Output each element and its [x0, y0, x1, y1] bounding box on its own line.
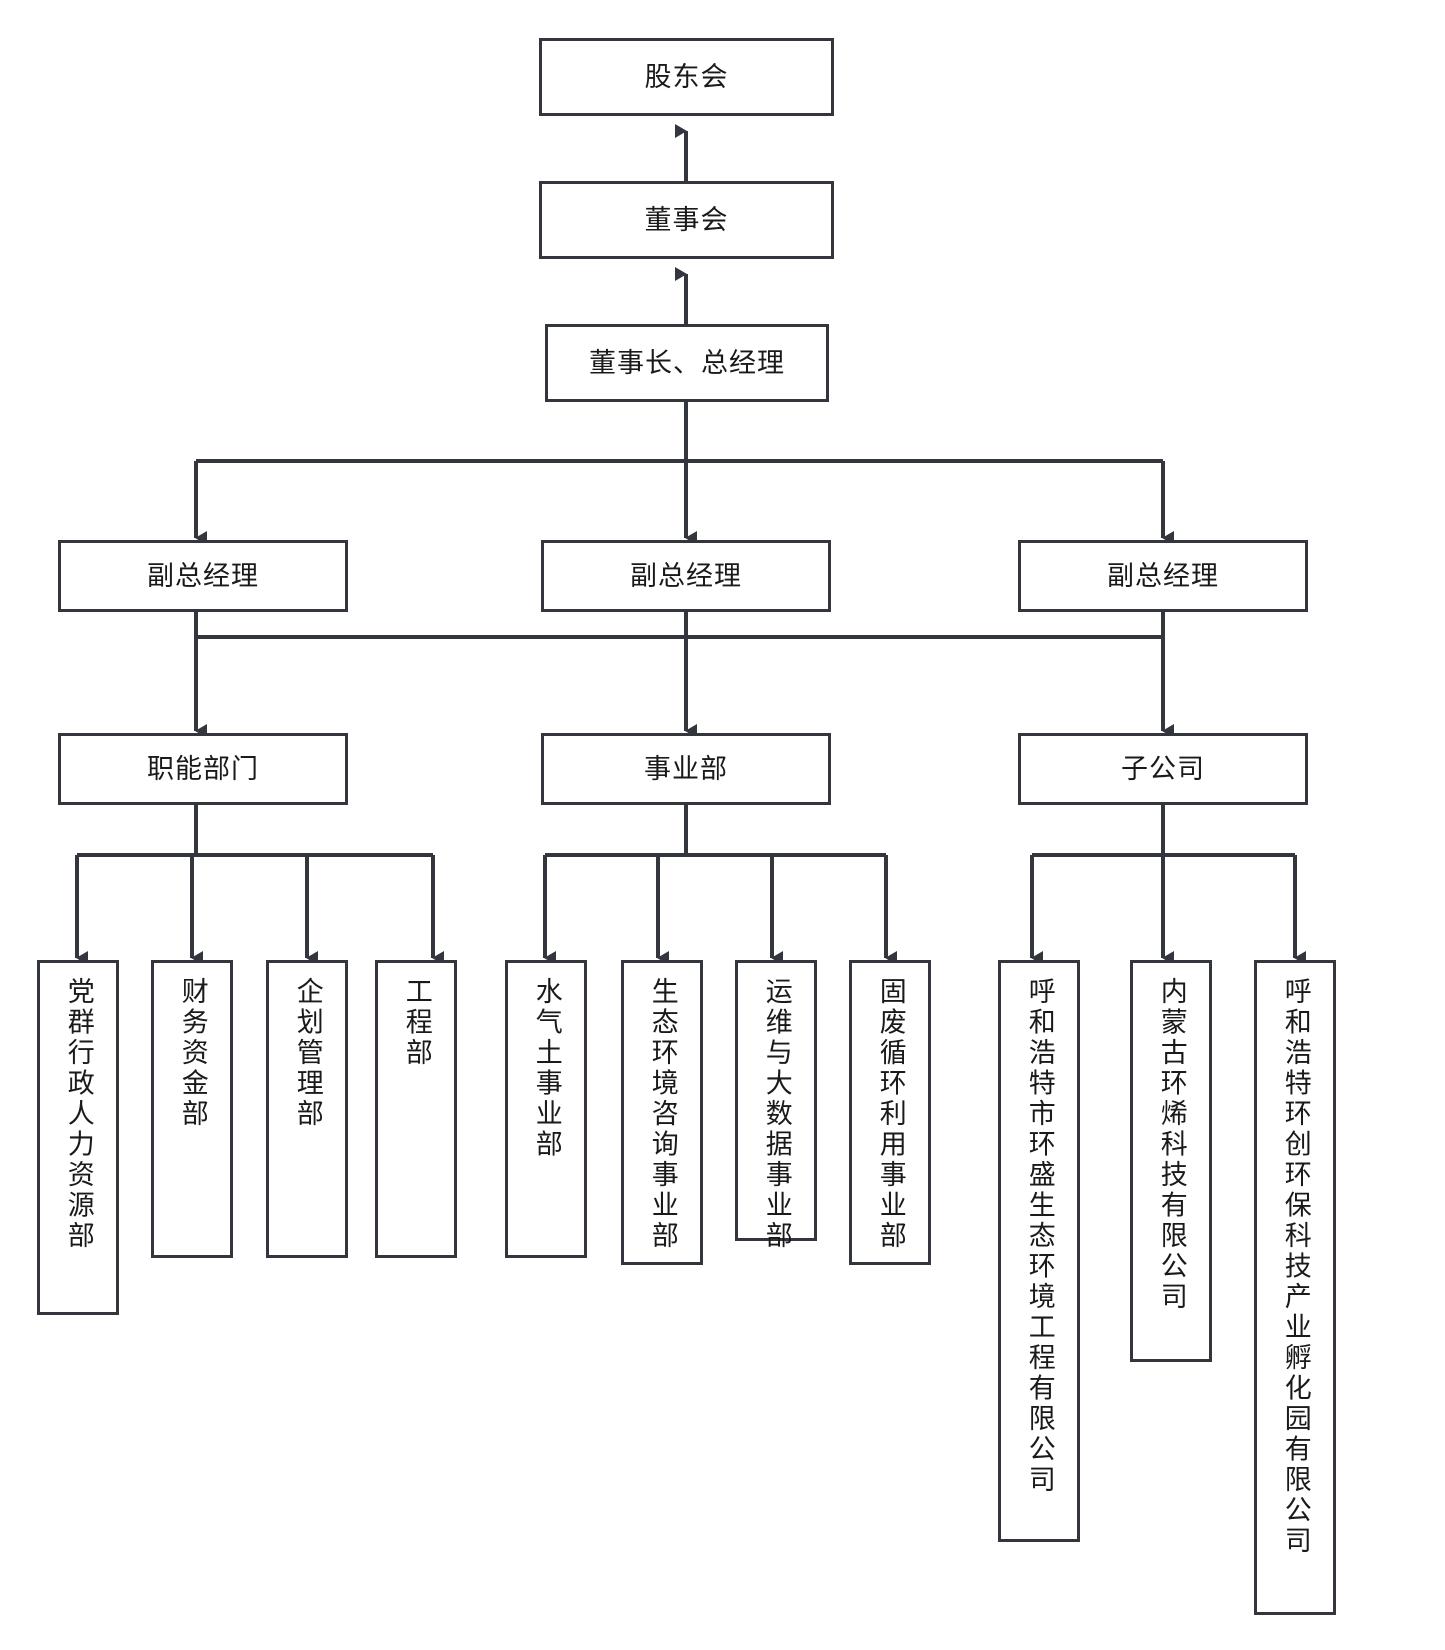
leaf-subsidiary-huansheng-eco-environment-engineering[interactable]: 呼和浩特市环盛生态环境工程有限公司 [998, 960, 1080, 1542]
leaf-label: 财务资金部 [177, 977, 208, 1130]
node-functional-departments[interactable]: 职能部门 [58, 733, 348, 805]
node-business-divisions[interactable]: 事业部 [541, 733, 831, 805]
leaf-label: 内蒙古环烯科技有限公司 [1156, 977, 1187, 1313]
node-label: 子公司 [1121, 753, 1205, 784]
leaf-label: 生态环境咨询事业部 [647, 977, 678, 1252]
leaf-subsidiary-huanchuang-environmental-incubator-park[interactable]: 呼和浩特环创环保科技产业孵化园有限公司 [1254, 960, 1336, 1615]
node-label: 董事会 [644, 204, 729, 235]
leaf-water-air-soil-division[interactable]: 水气土事业部 [505, 960, 587, 1258]
node-label: 事业部 [644, 753, 728, 784]
leaf-label: 固废循环利用事业部 [875, 977, 906, 1252]
leaf-party-admin-hr-department[interactable]: 党群行政人力资源部 [37, 960, 119, 1315]
node-label: 董事长、总经理 [589, 347, 785, 378]
node-board-of-directors[interactable]: 董事会 [539, 181, 834, 259]
leaf-subsidiary-inner-mongolia-huanxi-technology[interactable]: 内蒙古环烯科技有限公司 [1130, 960, 1212, 1362]
node-deputy-general-manager-3[interactable]: 副总经理 [1018, 540, 1308, 612]
node-label: 职能部门 [147, 753, 259, 784]
leaf-finance-funds-department[interactable]: 财务资金部 [151, 960, 233, 1258]
leaf-label: 水气土事业部 [531, 977, 562, 1160]
leaf-label: 呼和浩特环创环保科技产业孵化园有限公司 [1280, 977, 1311, 1557]
leaf-label: 运维与大数据事业部 [761, 977, 792, 1252]
node-label: 股东会 [644, 61, 729, 92]
node-label: 副总经理 [1107, 560, 1219, 591]
leaf-label: 企划管理部 [292, 977, 323, 1130]
leaf-label: 呼和浩特市环盛生态环境工程有限公司 [1024, 977, 1055, 1496]
leaf-label: 党群行政人力资源部 [63, 977, 94, 1252]
leaf-eco-environment-consulting-division[interactable]: 生态环境咨询事业部 [621, 960, 703, 1265]
node-shareholders-meeting[interactable]: 股东会 [539, 38, 834, 116]
leaf-label: 工程部 [401, 977, 432, 1069]
leaf-planning-management-department[interactable]: 企划管理部 [266, 960, 348, 1258]
node-subsidiaries[interactable]: 子公司 [1018, 733, 1308, 805]
leaf-solid-waste-recycling-division[interactable]: 固废循环利用事业部 [849, 960, 931, 1265]
node-chairman-general-manager[interactable]: 董事长、总经理 [545, 324, 829, 402]
node-deputy-general-manager-2[interactable]: 副总经理 [541, 540, 831, 612]
leaf-engineering-department[interactable]: 工程部 [375, 960, 457, 1258]
node-label: 副总经理 [630, 560, 742, 591]
node-deputy-general-manager-1[interactable]: 副总经理 [58, 540, 348, 612]
node-label: 副总经理 [147, 560, 259, 591]
leaf-operations-bigdata-division[interactable]: 运维与大数据事业部 [735, 960, 817, 1252]
